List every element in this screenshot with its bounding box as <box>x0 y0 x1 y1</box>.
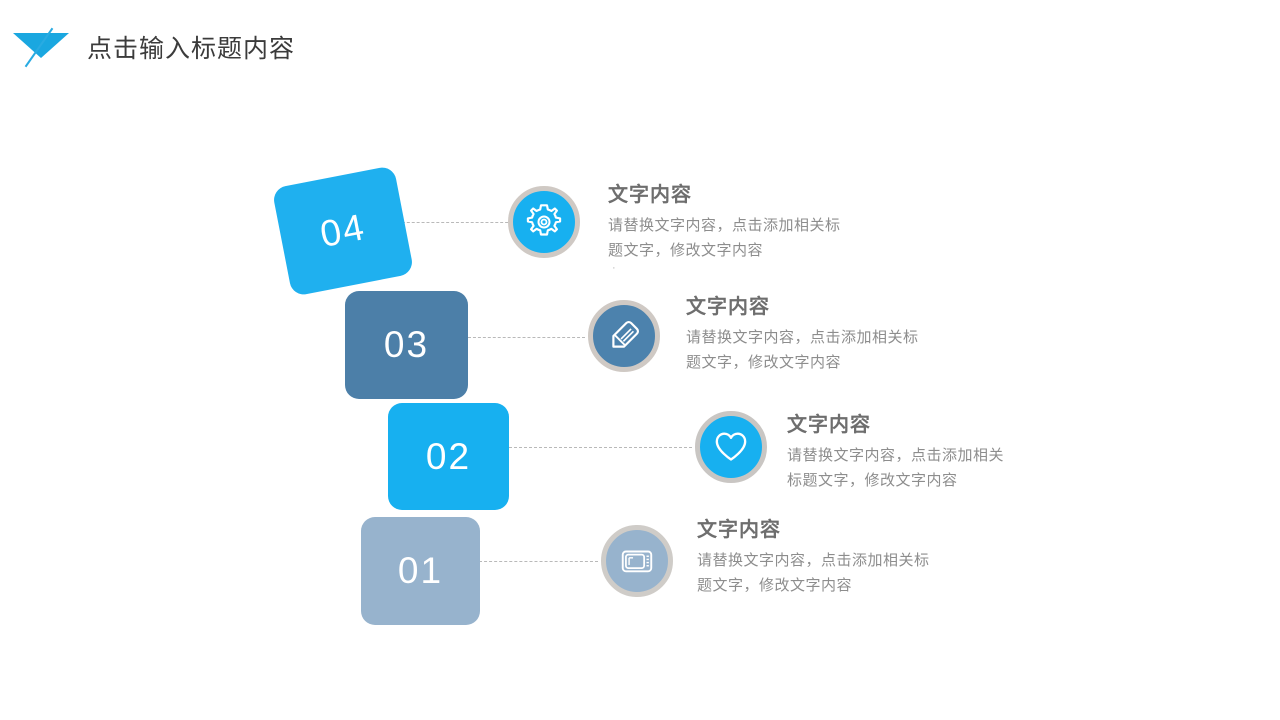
icon-badge-02[interactable] <box>695 411 767 483</box>
number-card-02[interactable]: 02 <box>388 403 509 510</box>
connector-line-03 <box>468 337 585 338</box>
icon-badge-01[interactable] <box>601 525 673 597</box>
icon-badge-03[interactable] <box>588 300 660 372</box>
text-block-03: 文字内容 请替换文字内容，点击添加相关标 题文字，修改文字内容 <box>686 290 986 375</box>
number-card-03[interactable]: 03 <box>345 291 468 399</box>
pencil-icon <box>604 316 644 356</box>
connector-line-01 <box>479 561 598 562</box>
text-block-01: 文字内容 请替换文字内容，点击添加相关标 题文字，修改文字内容 <box>697 513 997 598</box>
text-block-02: 文字内容 请替换文字内容，点击添加相关 标题文字，修改文字内容 <box>787 408 1077 493</box>
item-body-02: 请替换文字内容，点击添加相关 标题文字，修改文字内容 <box>787 447 1005 489</box>
item-body-04: 请替换文字内容，点击添加相关标 题文字，修改文字内容 <box>608 217 841 259</box>
gear-icon <box>524 202 564 242</box>
heart-icon <box>711 427 751 467</box>
tv-icon <box>618 542 656 580</box>
number-card-01[interactable]: 01 <box>361 517 480 625</box>
connector-line-02 <box>509 447 692 448</box>
slide-header: 点击输入标题内容 <box>0 0 1280 92</box>
item-body-01: 请替换文字内容，点击添加相关标 题文字，修改文字内容 <box>697 552 930 594</box>
dot-artifact: · <box>612 262 616 274</box>
item-title-04: 文字内容 <box>608 184 692 206</box>
icon-badge-04[interactable] <box>508 186 580 258</box>
text-block-04: 文字内容 请替换文字内容，点击添加相关标 题文字，修改文字内容 <box>608 178 908 263</box>
number-card-04[interactable]: 04 <box>271 165 415 297</box>
connector-line-04 <box>397 222 513 223</box>
item-title-02: 文字内容 <box>787 414 871 436</box>
item-title-01: 文字内容 <box>697 519 781 541</box>
item-title-03: 文字内容 <box>686 296 770 318</box>
page-title: 点击输入标题内容 <box>87 35 296 63</box>
item-body-03: 请替换文字内容，点击添加相关标 题文字，修改文字内容 <box>686 329 919 371</box>
